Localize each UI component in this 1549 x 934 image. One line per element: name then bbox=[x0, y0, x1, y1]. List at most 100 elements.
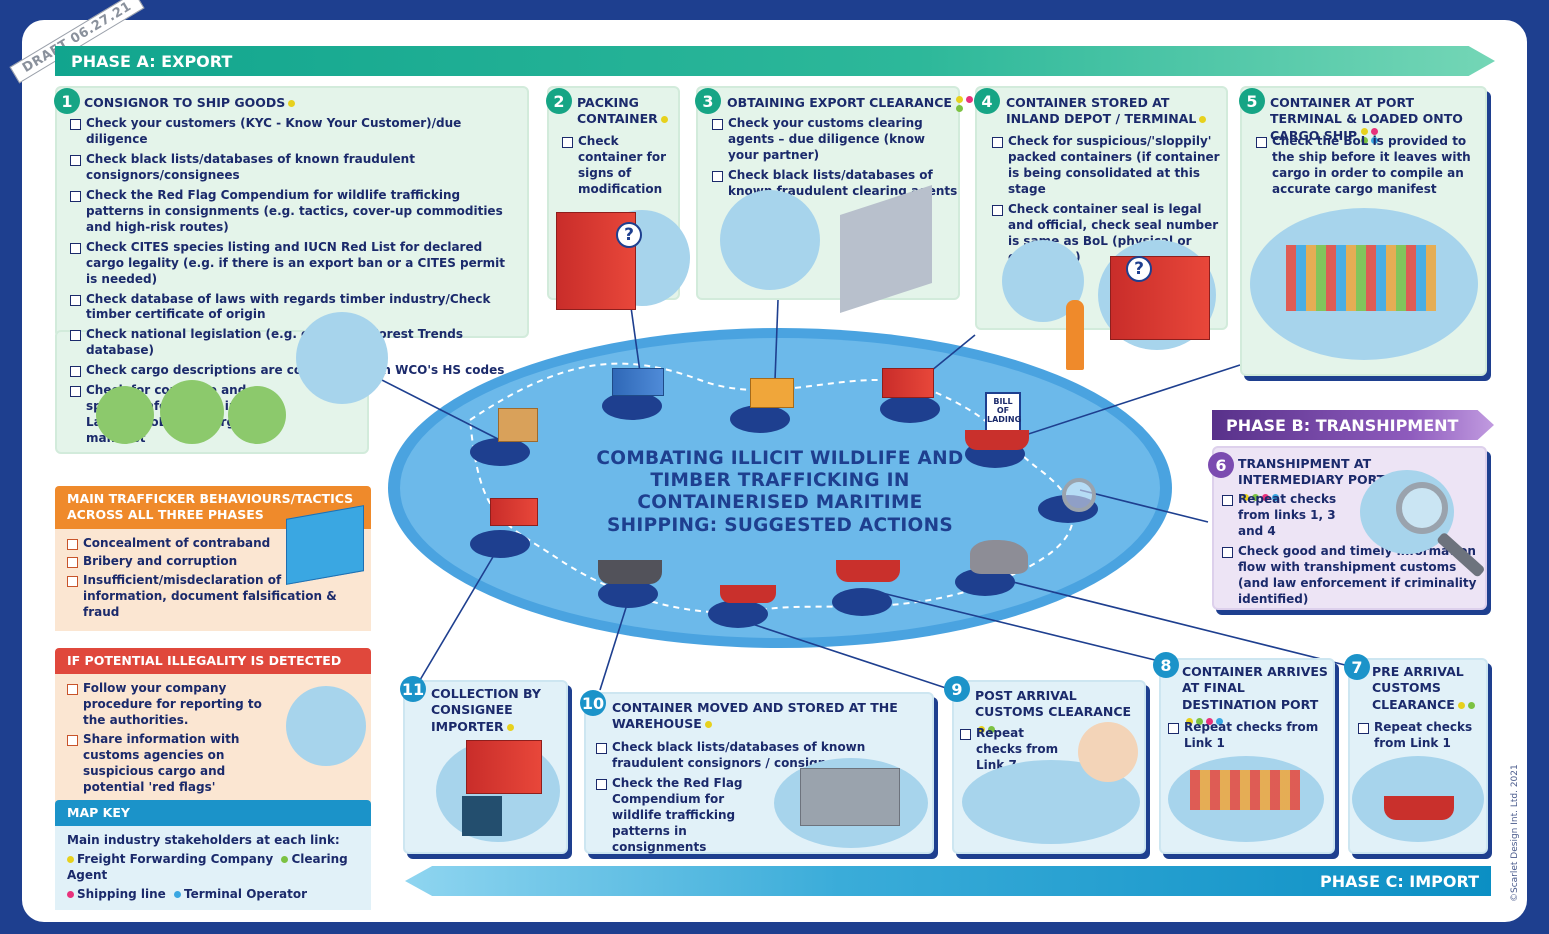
collection-container-icon bbox=[466, 740, 542, 794]
step-10-number: 10 bbox=[580, 690, 606, 716]
map-node-2 bbox=[602, 392, 662, 420]
step-2-title: PACKING CONTAINER bbox=[577, 95, 677, 128]
step-1-title: CONSIGNOR TO SHIP GOODS bbox=[84, 95, 296, 111]
step-8-title: CONTAINER ARRIVES AT FINAL DESTINATION P… bbox=[1182, 664, 1332, 729]
step-1-number: 1 bbox=[54, 88, 80, 114]
elephant-icon bbox=[970, 540, 1028, 574]
phase-a-arrow: PHASE A: EXPORT bbox=[55, 46, 1495, 76]
phase-c-arrow: PHASE C: IMPORT bbox=[405, 866, 1491, 896]
map-node-4 bbox=[880, 395, 940, 423]
behaviours-body: Concealment of contraband Bribery and co… bbox=[55, 528, 371, 632]
check-item: Check the BoL is provided to the ship be… bbox=[1256, 134, 1481, 198]
check-item: Check black lists/databases of known fra… bbox=[596, 740, 926, 772]
step-3-number: 3 bbox=[695, 88, 721, 114]
step-6-checks: Repeat checks from links 1, 3 and 4 Chec… bbox=[1222, 492, 1480, 612]
key-terminal: Terminal Operator bbox=[174, 887, 307, 901]
cargo-ship-icon bbox=[836, 560, 900, 582]
concealment-container-icon bbox=[286, 505, 364, 585]
behaviour-item: Insufficient/misdeclaration of informati… bbox=[67, 573, 367, 621]
step-2-number: 2 bbox=[546, 88, 572, 114]
blue-container-icon bbox=[612, 368, 664, 396]
worker-icon bbox=[1066, 300, 1084, 370]
phase-c-label: PHASE C: IMPORT bbox=[1320, 871, 1479, 891]
check-item: Check database of laws with regards timb… bbox=[70, 292, 520, 324]
stacked-containers-icon bbox=[1286, 245, 1436, 311]
check-item: Repeat checks from Link 1 bbox=[1168, 720, 1328, 752]
phase-b-label: PHASE B: TRANSHIPMENT bbox=[1226, 415, 1459, 435]
step-5-number: 5 bbox=[1239, 88, 1265, 114]
center-title: COMBATING ILLICIT WILDLIFE AND TIMBER TR… bbox=[596, 448, 964, 536]
map-node-10 bbox=[598, 580, 658, 608]
step-11-title: COLLECTION BY CONSIGNEE IMPORTER bbox=[431, 686, 541, 734]
step-5-checks: Check the BoL is provided to the ship be… bbox=[1256, 134, 1481, 202]
boxes-icon bbox=[498, 408, 538, 442]
illegality-item: Share information with customs agencies … bbox=[67, 732, 279, 796]
step-7-title: PRE ARRIVAL CUSTOMS CLEARANCE bbox=[1372, 664, 1482, 713]
map-node-11 bbox=[470, 530, 530, 558]
check-item: Check container for signs of modificatio… bbox=[562, 134, 670, 198]
illegality-body: Follow your company procedure for report… bbox=[55, 674, 371, 806]
illegality-panel: IF POTENTIAL ILLEGALITY IS DETECTED Foll… bbox=[55, 648, 371, 806]
collection-truck-icon bbox=[462, 796, 502, 836]
step-4-checks: Check for suspicious/'sloppily' packed c… bbox=[992, 134, 1220, 270]
truck-icon bbox=[490, 498, 538, 526]
pangolin-icon bbox=[96, 386, 154, 444]
cargo-ship-icon bbox=[1384, 796, 1454, 820]
check-item: Check your customs clearing agents – due… bbox=[712, 116, 958, 164]
map-node-1 bbox=[470, 438, 530, 466]
key-shipping: Shipping line bbox=[67, 887, 166, 901]
check-item: Check black lists/databases of known fra… bbox=[70, 152, 520, 184]
stacked-containers-icon bbox=[1190, 770, 1300, 810]
step-9-title: POST ARRIVAL CUSTOMS CLEARANCE bbox=[975, 688, 1141, 737]
behaviours-title: MAIN TRAFFICKER BEHAVIOURS/TACTICS ACROS… bbox=[55, 486, 371, 529]
check-item: Check CITES species listing and IUCN Red… bbox=[70, 240, 520, 288]
behaviour-item: Concealment of contraband bbox=[67, 536, 271, 552]
check-item: Check national legislation (e.g. check t… bbox=[70, 327, 520, 359]
timber-icon bbox=[228, 386, 286, 444]
route-path bbox=[469, 362, 1074, 614]
step-7-number: 7 bbox=[1344, 654, 1370, 680]
map-key-body: Main industry stakeholders at each link:… bbox=[55, 826, 371, 911]
reporting-illustration bbox=[286, 686, 366, 766]
map-key-panel: MAP KEY Main industry stakeholders at ea… bbox=[55, 800, 371, 911]
map-key-title: MAP KEY bbox=[55, 800, 371, 827]
consignor-illustration bbox=[296, 312, 388, 404]
check-item: Check the Red Flag Compendium for wildli… bbox=[70, 188, 520, 236]
check-item: Check cargo descriptions are consistent … bbox=[70, 363, 520, 379]
red-container-icon bbox=[882, 368, 934, 398]
customs-officer-icon bbox=[1078, 722, 1138, 782]
step-10-title: CONTAINER MOVED AND STORED AT THE WAREHO… bbox=[612, 700, 898, 732]
step-4-number: 4 bbox=[974, 88, 1000, 114]
map-node-3 bbox=[730, 405, 790, 433]
check-item: Check for suspicious/'sloppily' packed c… bbox=[992, 134, 1220, 198]
step-4-title: CONTAINER STORED AT INLAND DEPOT / TERMI… bbox=[1006, 95, 1226, 128]
step-9-number: 9 bbox=[944, 676, 970, 702]
step-9-checks: Repeat checks from Link 7 bbox=[960, 726, 1070, 778]
freight-dot bbox=[288, 100, 296, 107]
question-icon: ? bbox=[616, 222, 642, 248]
step-1-box bbox=[55, 86, 529, 338]
map-key-subtitle: Main industry stakeholders at each link: bbox=[67, 833, 340, 848]
step-10-checks: Check black lists/databases of known fra… bbox=[596, 740, 926, 860]
warehouse-ship-icon bbox=[598, 560, 662, 584]
step-8-number: 8 bbox=[1153, 652, 1179, 678]
check-item: Repeat checks from Link 1 bbox=[1358, 720, 1484, 752]
depot-container-icon bbox=[1110, 256, 1210, 340]
check-item: Repeat checks from links 1, 3 and 4 bbox=[1222, 492, 1362, 540]
crates-icon bbox=[750, 378, 794, 408]
step-5-title: CONTAINER AT PORT TERMINAL & LOADED ONTO… bbox=[1270, 95, 1463, 144]
check-item: Repeat checks from Link 7 bbox=[960, 726, 1070, 774]
bill-of-lading-icon: BILL OF LADING bbox=[985, 392, 1021, 436]
ship-icon bbox=[965, 430, 1029, 450]
phase-b-arrow: PHASE B: TRANSHIPMENT bbox=[1212, 410, 1494, 440]
key-clearing: Clearing Agent bbox=[67, 852, 348, 883]
map-node-8 bbox=[832, 588, 892, 616]
step-11-number: 11 bbox=[400, 676, 426, 702]
question-icon: ? bbox=[1126, 256, 1152, 282]
magnifier-icon bbox=[1396, 482, 1448, 534]
step-6-title: TRANSHIPMENT AT INTERMEDIARY PORT bbox=[1238, 456, 1398, 505]
step-8-checks: Repeat checks from Link 1 bbox=[1168, 720, 1328, 756]
behaviour-item: Bribery and corruption bbox=[67, 554, 271, 570]
step-6-number: 6 bbox=[1208, 452, 1234, 478]
key-freight: Freight Forwarding Company bbox=[67, 852, 273, 866]
